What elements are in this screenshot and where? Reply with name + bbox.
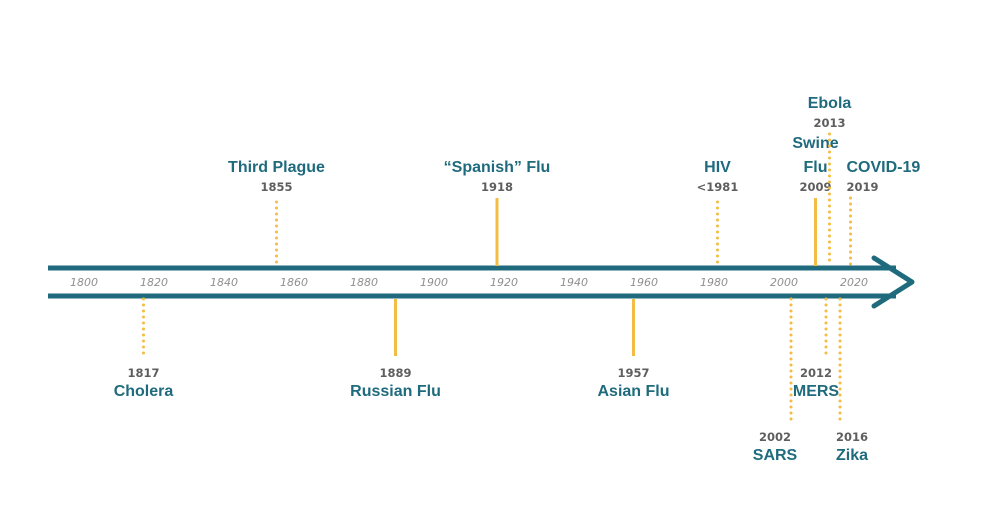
event-name: Third Plague [228, 159, 325, 176]
tick-label: 1920 [490, 276, 518, 289]
tick-label: 1860 [280, 276, 308, 289]
event-third-plague: 1855 Third Plague [228, 159, 325, 268]
event-name: Zika [836, 447, 868, 464]
event-year: 2002 [759, 430, 791, 444]
event-name: Ebola [808, 95, 852, 112]
event-year: 2012 [800, 366, 832, 380]
tick-label: 2020 [840, 276, 868, 289]
event-name: Asian Flu [597, 383, 669, 400]
event-year: 1957 [617, 366, 649, 380]
event-year: 2009 [799, 180, 831, 194]
event-name: “Spanish” Flu [444, 159, 551, 176]
event-name: Swine [792, 135, 838, 152]
event-covid-19: 2019 COVID-19 [847, 159, 921, 268]
event-ebola: 2013 Ebola [808, 95, 852, 268]
event-year: 1855 [260, 180, 292, 194]
event-name: COVID-19 [847, 159, 921, 176]
event-name: HIV [704, 159, 731, 176]
axis-tick-labels: 1800 1820 1840 1860 1880 1900 1920 1940 1960 1980… [70, 276, 868, 289]
timeline-axis [48, 255, 915, 309]
event-year: 1918 [481, 180, 513, 194]
event-year: 2013 [813, 116, 845, 130]
tick-label: 1960 [630, 276, 658, 289]
event-name: MERS [793, 383, 840, 400]
tick-label: 2000 [770, 276, 798, 289]
event-name: Flu [804, 159, 828, 176]
tick-label: 1940 [560, 276, 588, 289]
tick-label: 1800 [70, 276, 98, 289]
event-spanish-flu: 1918 “Spanish” Flu [444, 159, 551, 266]
tick-label: 1980 [700, 276, 728, 289]
event-year: <1981 [697, 180, 739, 194]
axis-arrowhead [871, 255, 915, 309]
event-year: 2016 [836, 430, 868, 444]
timeline-events: 1855 Third Plague 1918 “Spanish” Flu <1981 HI… [114, 95, 921, 464]
tick-label: 1900 [420, 276, 448, 289]
tick-label: 1840 [210, 276, 238, 289]
event-name: SARS [753, 447, 798, 464]
event-hiv: <1981 HIV [697, 159, 739, 268]
event-name: Cholera [114, 383, 174, 400]
event-year: 1889 [379, 366, 411, 380]
event-name: Russian Flu [350, 383, 441, 400]
tick-label: 1880 [350, 276, 378, 289]
tick-label: 1820 [140, 276, 168, 289]
event-year: 2019 [847, 180, 879, 194]
event-year: 1817 [127, 366, 159, 380]
